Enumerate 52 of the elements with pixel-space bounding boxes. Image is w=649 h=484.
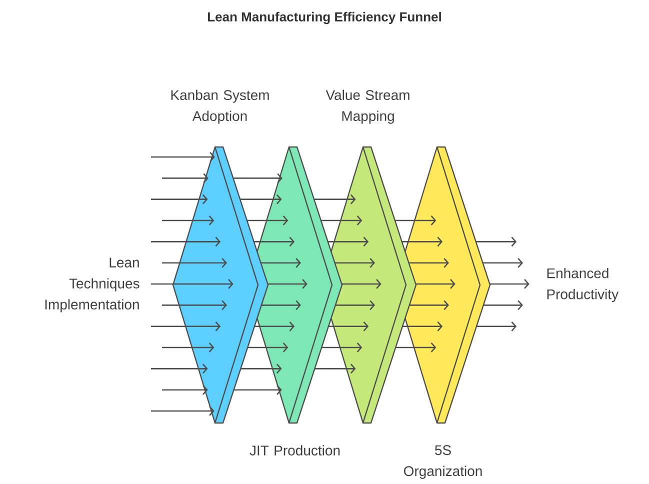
arrow	[396, 342, 436, 352]
title: Lean Manufacturing Efficiency Funnel	[208, 12, 441, 24]
arrow	[408, 258, 449, 268]
arrow	[248, 342, 288, 352]
arrow	[402, 321, 443, 332]
arrow	[162, 384, 208, 395]
arrow	[402, 236, 443, 247]
arrow	[151, 236, 221, 247]
arrow	[162, 258, 227, 268]
arrow	[321, 216, 362, 226]
arrow	[254, 321, 295, 332]
arrow	[234, 384, 282, 395]
arrow	[233, 173, 282, 184]
stage-label: 5S Organization	[404, 445, 482, 479]
arrow	[151, 152, 215, 162]
arrow	[342, 279, 382, 289]
arrow	[483, 300, 523, 310]
stage-label: Enhanced Productivity	[547, 268, 619, 302]
arrow	[240, 194, 282, 204]
arrow	[322, 342, 362, 352]
arrow	[162, 300, 227, 310]
arrow	[335, 300, 375, 310]
arrow	[261, 300, 301, 310]
arrow	[162, 173, 208, 184]
arrow	[151, 406, 214, 416]
arrow	[490, 279, 530, 289]
arrow	[268, 279, 308, 289]
arrow	[482, 258, 523, 268]
arrow	[314, 194, 356, 204]
arrow	[416, 279, 456, 289]
arrow	[409, 300, 449, 310]
arrow	[240, 364, 282, 374]
arrow	[247, 216, 288, 226]
stage-label: Lean Techniques Implementation	[45, 258, 140, 312]
arrow	[162, 216, 214, 226]
stage-label: Value Stream Mapping	[326, 90, 410, 124]
arrow	[476, 236, 517, 247]
arrow	[328, 321, 369, 332]
stage-label: JIT Production	[250, 445, 340, 456]
arrow	[151, 279, 234, 289]
arrow	[395, 216, 436, 226]
arrow	[328, 236, 369, 247]
arrow	[162, 342, 214, 352]
arrow	[314, 364, 356, 374]
arrow	[151, 321, 221, 332]
arrow	[151, 364, 208, 374]
arrow	[334, 258, 375, 268]
arrow	[151, 194, 208, 204]
arrow	[260, 258, 301, 268]
stage-label: Kanban System Adoption	[171, 90, 269, 124]
arrow	[476, 321, 517, 332]
arrow	[254, 236, 295, 247]
